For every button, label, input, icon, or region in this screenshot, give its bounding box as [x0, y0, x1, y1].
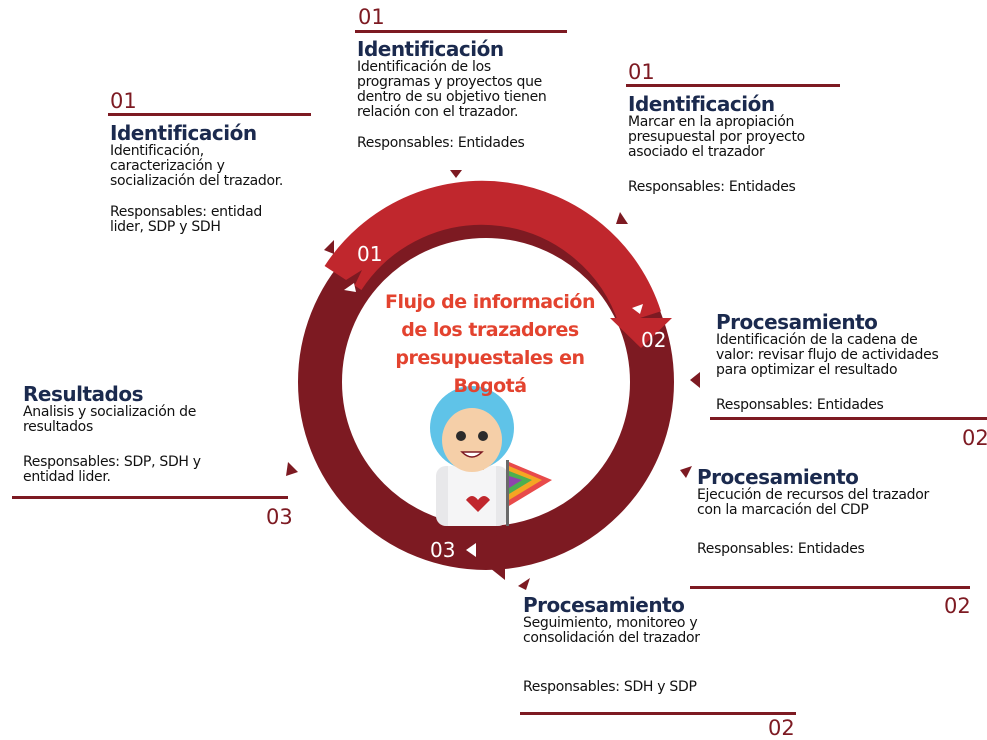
desc-line: para optimizar el resultado	[716, 362, 898, 378]
divider-line	[108, 113, 311, 116]
step-number: 01	[628, 60, 655, 84]
step-description: Identificación, caracterización y social…	[110, 144, 283, 189]
step-number: 01	[358, 5, 385, 29]
pointer-left-bottom	[286, 462, 298, 476]
step-title: Resultados	[23, 382, 143, 406]
desc-line: Seguimiento, monitoreo y	[523, 615, 698, 631]
step-title: Identificación	[357, 37, 504, 61]
step-title: Identificación	[110, 121, 257, 145]
step-description: Identificación de la cadena de valor: re…	[716, 332, 939, 378]
resp-line: Responsables: SDH y SDP	[523, 679, 697, 695]
step-number: 02	[768, 716, 795, 740]
ring-number-01: 01	[357, 242, 383, 266]
ring-arrowhead-03	[470, 530, 505, 580]
divider-line	[520, 712, 796, 715]
desc-line: valor: revisar flujo de actividades	[716, 347, 939, 363]
ring-number-02: 02	[641, 328, 667, 352]
desc-line: asociado el trazador	[628, 144, 765, 160]
ring-arc-01	[324, 180, 661, 326]
resp-line: entidad lider.	[23, 469, 111, 485]
desc-line: resultados	[23, 419, 93, 435]
desc-line: relación con el trazador.	[357, 104, 519, 120]
desc-line: Identificación,	[110, 143, 204, 159]
step-description: Marcar en la apropiación presupuestal po…	[628, 115, 805, 160]
desc-line: Analisis y socialización de	[23, 404, 197, 420]
resp-line: lider, SDP y SDH	[110, 219, 221, 235]
step-description: Seguimiento, monitoreo y consolidación d…	[523, 616, 700, 646]
desc-line: con la marcación del CDP	[697, 502, 869, 518]
step-block-procesamiento-3: Procesamiento Seguimiento, monitoreo y c…	[523, 594, 700, 695]
step-block-identificacion-2: Identificación Marcar en la apropiación …	[628, 93, 805, 195]
center-title-line: Flujo de información	[384, 291, 596, 313]
ring-arrowhead-01	[610, 318, 672, 348]
step-number: 02	[962, 426, 987, 450]
step-title: Identificación	[628, 92, 775, 116]
step-responsables: Responsables: Entidades	[716, 398, 938, 413]
desc-line: consolidación del trazador	[523, 630, 700, 646]
desc-line: presupuestal por proyecto	[628, 129, 805, 145]
divider-line	[12, 496, 288, 499]
divider-line	[355, 30, 567, 33]
step-responsables: Responsables: Entidades	[697, 542, 929, 557]
step-title: Procesamiento	[716, 310, 878, 334]
desc-line: programas y proyectos que	[357, 74, 542, 90]
pointer-right	[690, 372, 700, 388]
ring-chevron-bottom	[466, 543, 476, 557]
step-block-procesamiento-1: Procesamiento Identificación de la caden…	[716, 310, 939, 413]
desc-line: Marcar en la apropiación	[628, 114, 795, 130]
step-block-procesamiento-2: Procesamiento Ejecución de recursos del …	[697, 466, 929, 557]
resp-line: Responsables: SDP, SDH y	[23, 454, 201, 470]
desc-line: Ejecución de recursos del trazador	[697, 487, 929, 503]
step-responsables: Responsables: Entidades	[357, 136, 546, 151]
character-illustration	[430, 386, 552, 526]
desc-line: dentro de su objetivo tienen	[357, 89, 547, 105]
step-description: Analisis y socialización de resultados	[23, 405, 201, 435]
ring-chevron-left	[344, 283, 356, 292]
center-title-line: presupuestales en Bogotá	[395, 347, 585, 397]
pointer-top	[450, 170, 462, 178]
step-block-identificacion-3: Identificación Identificación, caracteri…	[110, 122, 283, 235]
pointer-left-top	[324, 240, 334, 254]
desc-line: socialización del trazador.	[110, 173, 284, 189]
divider-line	[690, 586, 970, 589]
pointer-top-right	[616, 212, 628, 224]
step-number: 03	[266, 505, 293, 529]
step-block-resultados: Resultados Analisis y socialización de r…	[23, 383, 201, 485]
desc-line: Identificación de los	[357, 59, 491, 75]
desc-line: Identificación de la cadena de	[716, 332, 918, 348]
resp-line: Responsables: Entidades	[716, 397, 884, 413]
resp-line: Responsables: Entidades	[628, 179, 796, 195]
step-block-identificacion-1: Identificación Identificación de los pro…	[357, 37, 547, 151]
center-title-line: de los trazadores	[401, 319, 579, 341]
step-title: Procesamiento	[697, 465, 859, 489]
step-responsables: Responsables: SDH y SDP	[523, 680, 700, 695]
ring-chevron-right	[632, 304, 643, 314]
resp-line: Responsables: Entidades	[357, 135, 525, 151]
step-description: Identificación de los programas y proyec…	[357, 59, 547, 120]
step-number: 01	[110, 89, 137, 113]
pointer-bottom	[518, 578, 530, 590]
ring-arrowhead-left	[330, 270, 362, 316]
desc-line: caracterización y	[110, 158, 225, 174]
step-number: 02	[944, 594, 971, 618]
ring-number-03: 03	[430, 538, 456, 562]
pointer-right-lower	[680, 466, 692, 478]
step-responsables: Responsables: Entidades	[628, 180, 805, 195]
divider-line	[710, 417, 987, 420]
step-description: Ejecución de recursos del trazador con l…	[697, 488, 929, 518]
center-title: Flujo de información de los trazadores p…	[360, 288, 620, 400]
step-responsables: Responsables: entidad lider, SDP y SDH	[110, 205, 283, 235]
resp-line: Responsables: Entidades	[697, 541, 865, 557]
step-responsables: Responsables: SDP, SDH y entidad lider.	[23, 455, 201, 485]
divider-line	[626, 84, 840, 87]
step-title: Procesamiento	[523, 593, 685, 617]
resp-line: Responsables: entidad	[110, 204, 262, 220]
